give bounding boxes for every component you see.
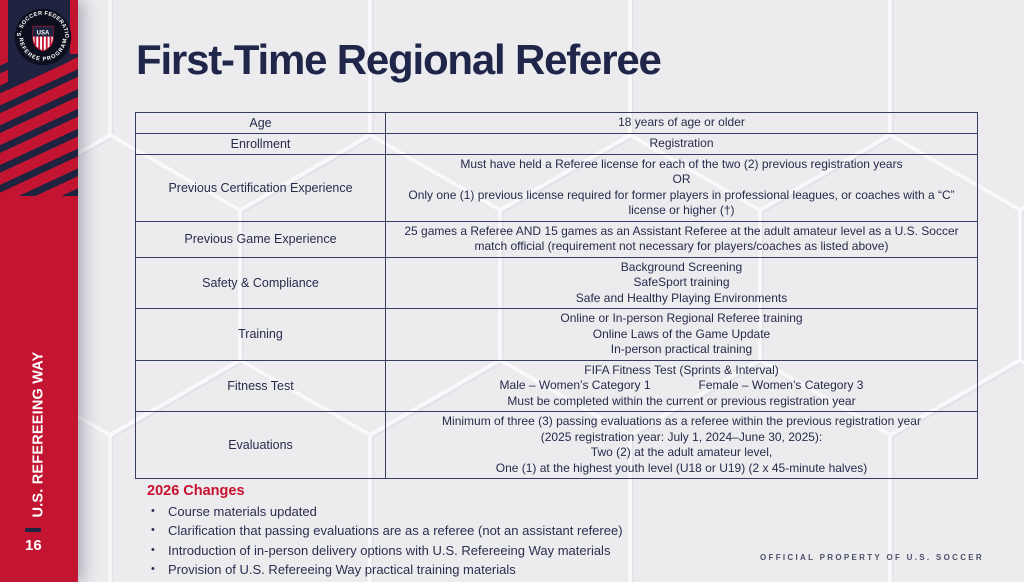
table-row-evaluations: Evaluations Minimum of three (3) passing…	[136, 411, 977, 478]
bullet-icon: •	[151, 505, 155, 517]
table-row-value: Background Screening SafeSport training …	[386, 258, 977, 309]
page-title: First-Time Regional Referee	[136, 36, 662, 83]
bullet-item: • Provision of U.S. Refereeing Way pract…	[147, 560, 747, 579]
table-row-label: Age	[136, 113, 386, 133]
bullet-icon: •	[151, 543, 155, 556]
table-value-line: Minimum of three (3) passing evaluations…	[442, 414, 921, 428]
table-row-value: Registration	[386, 134, 977, 154]
table-row-fitness-test: Fitness Test FIFA Fitness Test (Sprints …	[136, 359, 977, 412]
table-row-value: FIFA Fitness Test (Sprints & Interval) M…	[386, 361, 977, 412]
table-value-line: In-person practical training	[610, 342, 753, 356]
table-row-value: 25 games a Referee AND 15 games as an As…	[386, 222, 977, 257]
bullet-text: Clarification that passing evaluations a…	[168, 523, 623, 539]
table-value-line: Registration	[649, 136, 714, 150]
bullet-item: • Introduction of in-person delivery opt…	[147, 541, 747, 560]
table-row-label: Safety & Compliance	[136, 257, 386, 308]
table-row-label: Fitness Test	[136, 360, 386, 411]
page-number-divider	[25, 528, 41, 532]
table-value-line: FIFA Fitness Test (Sprints & Interval)	[584, 362, 779, 377]
federation-logo: U.S. SOCCER FEDERATION REFEREE PROGRAM U…	[14, 8, 72, 66]
table-value-line: Must be completed within the current or …	[507, 393, 856, 408]
page-number: 16	[25, 537, 42, 554]
table-value-line: (2025 registration year: July 1, 2024–Ju…	[540, 429, 823, 444]
table-row-value: Must have held a Referee license for eac…	[386, 155, 977, 221]
sidebar-vertical-label: U.S. REFEREEING WAY	[30, 351, 47, 518]
table-row-value: 18 years of age or older	[386, 113, 977, 133]
table-value-line: Online or In-person Regional Referee tra…	[560, 311, 803, 325]
table-row-enrollment: Enrollment Registration	[136, 133, 977, 154]
bullet-item: • Course materials updated	[147, 502, 747, 521]
table-row-label: Previous Certification Experience	[136, 154, 386, 221]
table-value-line: Male – Women’s Category 1 Female – Women…	[499, 378, 864, 392]
table-row-value: Online or In-person Regional Referee tra…	[386, 309, 977, 360]
usa-crest: USA	[32, 25, 54, 52]
table-value-line: Only one (1) previous license required f…	[408, 187, 958, 218]
table-row-previous-game-experience: Previous Game Experience 25 games a Refe…	[136, 220, 977, 257]
sidebar: U.S. SOCCER FEDERATION REFEREE PROGRAM U…	[0, 0, 78, 582]
table-value-line: Safe and Healthy Playing Environments	[575, 290, 788, 305]
table-value-line: Two (2) at the adult amateur level,	[590, 445, 773, 459]
table-row-safety-compliance: Safety & Compliance Background Screening…	[136, 256, 977, 309]
changes-heading: 2026 Changes	[147, 483, 245, 499]
bullet-text: Introduction of in-person delivery optio…	[168, 542, 611, 558]
crest-usa-text: USA	[37, 30, 50, 36]
table-row-previous-certification: Previous Certification Experience Must h…	[136, 153, 977, 221]
requirements-table: Age 18 years of age or older Enrollment …	[135, 112, 978, 479]
changes-section: 2026 Changes • Course materials updated …	[147, 483, 747, 579]
table-value-line: OR	[672, 172, 691, 186]
table-row-age: Age 18 years of age or older	[136, 113, 977, 133]
bullet-item: • Clarification that passing evaluations…	[147, 521, 747, 540]
table-row-label: Evaluations	[136, 412, 386, 478]
table-row-value: Minimum of three (3) passing evaluations…	[386, 412, 977, 478]
table-value-line: Online Laws of the Game Update	[592, 326, 771, 341]
table-value-line: SafeSport training	[633, 275, 730, 289]
table-row-label: Training	[136, 309, 386, 360]
table-value-line: 25 games a Referee AND 15 games as an As…	[404, 223, 962, 254]
bullet-text: Provision of U.S. Refereeing Way practic…	[168, 561, 516, 577]
table-row-label: Previous Game Experience	[136, 221, 386, 257]
table-value-line: One (1) at the highest youth level (U18 …	[495, 460, 868, 475]
bullet-text: Course materials updated	[168, 504, 317, 519]
bullet-icon: •	[151, 562, 155, 575]
bullet-icon: •	[151, 524, 155, 537]
table-row-training: Training Online or In-person Regional Re…	[136, 308, 977, 360]
table-value-line: Background Screening	[620, 259, 743, 274]
table-value-line: Must have held a Referee license for eac…	[460, 156, 903, 171]
table-value-line: 18 years of age or older	[618, 115, 745, 130]
table-row-label: Enrollment	[136, 134, 386, 154]
footer-property-note: OFFICIAL PROPERTY OF U.S. SOCCER	[760, 553, 984, 562]
